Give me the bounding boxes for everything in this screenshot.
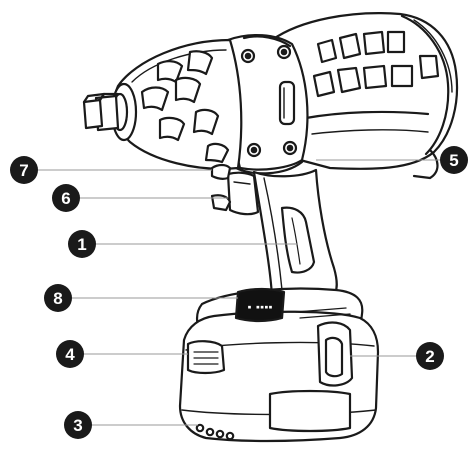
callout-8-label: 8 — [53, 289, 62, 308]
callout-3-label: 3 — [73, 416, 82, 435]
battery-indicator-text: ▪ ▪▪▪▪ — [247, 303, 272, 311]
gear-housing — [226, 33, 309, 175]
handle — [210, 168, 338, 302]
hammer-case — [110, 38, 243, 170]
callout-1: 1 — [68, 230, 96, 258]
callout-7: 7 — [10, 156, 38, 184]
leader-lines — [38, 159, 440, 426]
battery-pack — [178, 287, 380, 443]
callout-6: 6 — [52, 184, 80, 212]
direction-switch — [210, 163, 232, 180]
motor-housing — [270, 12, 459, 180]
callout-6-label: 6 — [61, 189, 70, 208]
trigger — [226, 171, 260, 216]
callout-1-label: 1 — [77, 235, 86, 254]
square-anvil — [82, 92, 120, 132]
callout-4: 4 — [56, 340, 84, 368]
callout-2-label: 2 — [425, 347, 434, 366]
callout-4-label: 4 — [65, 345, 75, 364]
battery-level-indicator: ▪ ▪▪▪▪ — [234, 287, 286, 323]
callout-5-label: 5 — [449, 151, 458, 170]
callout-2: 2 — [416, 342, 444, 370]
callout-5: 5 — [440, 146, 468, 174]
callout-7-label: 7 — [19, 161, 28, 180]
callout-8: 8 — [44, 284, 72, 312]
callouts: 7 6 1 8 4 3 5 2 — [10, 146, 468, 439]
callout-3: 3 — [64, 411, 92, 439]
